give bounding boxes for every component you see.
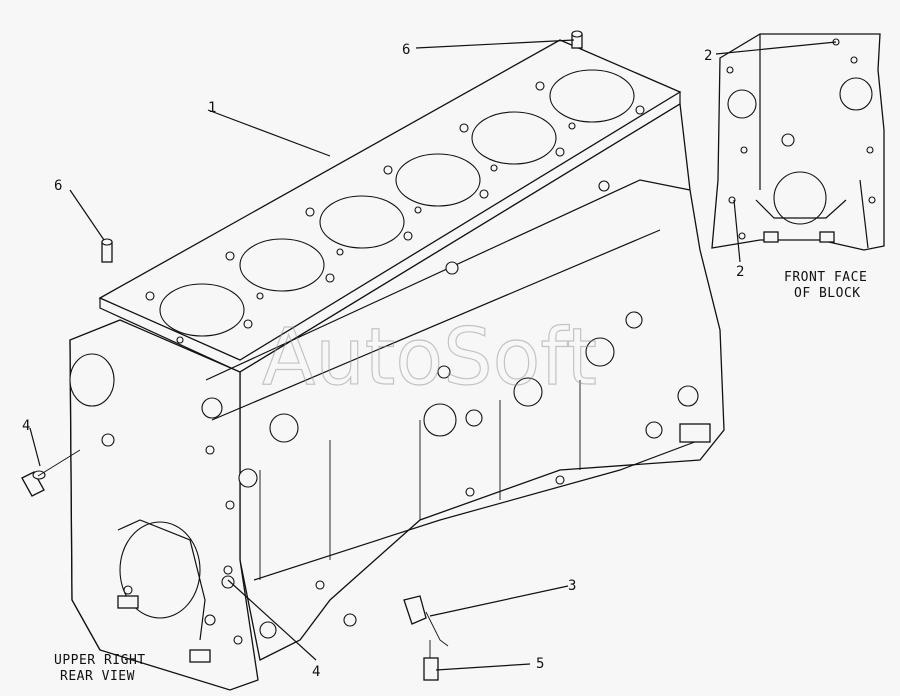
rear-caption-line1: UPPER RIGHT bbox=[54, 653, 146, 668]
callout-2-bottom: 2 bbox=[736, 264, 744, 280]
callout-4-left: 4 bbox=[22, 418, 30, 434]
cylinder-bores bbox=[159, 69, 635, 337]
front-caption-line1: FRONT FACE bbox=[784, 270, 867, 285]
leader-lines bbox=[29, 39, 837, 671]
front-caption-line2: OF BLOCK bbox=[794, 286, 861, 301]
callout-2-top: 2 bbox=[704, 48, 712, 64]
callout-6-top: 6 bbox=[402, 42, 410, 58]
callout-5: 5 bbox=[536, 656, 544, 672]
deck-holes bbox=[145, 81, 645, 344]
callout-3: 3 bbox=[568, 578, 576, 594]
callout-6-left: 6 bbox=[54, 178, 62, 194]
dowel-pin-4 bbox=[21, 449, 81, 497]
cylinder-block bbox=[69, 30, 725, 691]
front-face-inset bbox=[711, 33, 885, 251]
watermark-text: AutoSoft bbox=[262, 313, 597, 403]
plug-5 bbox=[423, 640, 439, 681]
side-bosses bbox=[201, 179, 711, 639]
sensor-3 bbox=[403, 595, 449, 647]
rear-caption-line2: REAR VIEW bbox=[60, 669, 135, 684]
callout-1: 1 bbox=[208, 100, 216, 116]
callout-4-bottom: 4 bbox=[312, 664, 320, 680]
